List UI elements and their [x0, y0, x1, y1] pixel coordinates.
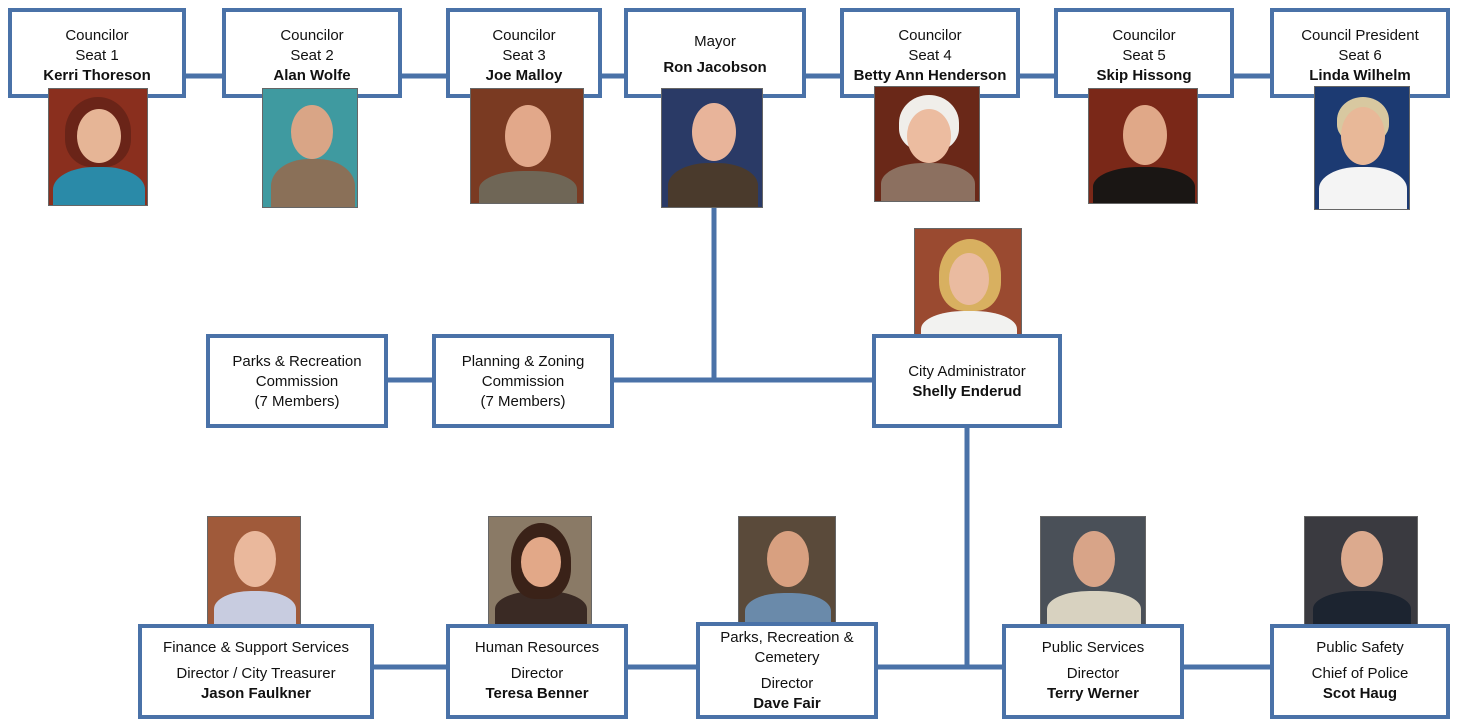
- role-label: Councilor: [280, 27, 344, 44]
- department-title: Director: [510, 665, 564, 682]
- council-box-seat-4: Councilor Seat 4 Betty Ann Henderson: [840, 8, 1020, 98]
- department-name: Human Resources: [474, 639, 600, 656]
- portrait-terry-werner: [1040, 516, 1146, 626]
- department-title: Chief of Police: [1311, 665, 1409, 682]
- portrait-scot-haug: [1304, 516, 1418, 626]
- public-services-box: Public Services Director Terry Werner: [1002, 624, 1184, 719]
- finance-support-services-box: Finance & Support Services Director / Ci…: [138, 624, 374, 719]
- portrait-shelly-enderud: [914, 228, 1022, 346]
- portrait-ron-jacobson: [661, 88, 763, 208]
- member-count: (7 Members): [480, 393, 566, 410]
- seat-label: Seat 4: [908, 47, 952, 64]
- human-resources-box: Human Resources Director Teresa Benner: [446, 624, 628, 719]
- department-head-name: Dave Fair: [753, 695, 821, 712]
- portrait-skip-hissong: [1088, 88, 1198, 204]
- member-name: Betty Ann Henderson: [853, 67, 1007, 84]
- commission-name-line: Planning & Zoning: [461, 353, 585, 370]
- member-name: Joe Malloy: [485, 67, 563, 84]
- commission-name-line: Parks & Recreation: [232, 353, 362, 370]
- role-label: Councilor: [1112, 27, 1176, 44]
- member-name: Alan Wolfe: [273, 67, 351, 84]
- department-name: Parks, Recreation & Cemetery: [720, 629, 854, 666]
- department-head-name: Scot Haug: [1322, 685, 1398, 702]
- department-name: Finance & Support Services: [163, 639, 349, 656]
- seat-label: Seat 6: [1338, 47, 1382, 64]
- department-title: Director: [1066, 665, 1120, 682]
- council-box-seat-5: Councilor Seat 5 Skip Hissong: [1054, 8, 1234, 98]
- role-label: Councilor: [898, 27, 962, 44]
- seat-label: Seat 5: [1122, 47, 1166, 64]
- member-name: Kerri Thoreson: [43, 67, 151, 84]
- planning-zoning-commission-box: Planning & Zoning Commission (7 Members): [432, 334, 614, 428]
- role-label: Mayor: [694, 33, 736, 50]
- portrait-linda-wilhelm: [1314, 86, 1410, 210]
- portrait-alan-wolfe: [262, 88, 358, 208]
- mayor-box: Mayor Ron Jacobson: [624, 8, 806, 98]
- department-head-name: Terry Werner: [1047, 685, 1139, 702]
- member-name: Skip Hissong: [1096, 67, 1192, 84]
- portrait-betty-ann-henderson: [874, 86, 980, 202]
- department-title: Director: [760, 675, 814, 692]
- portrait-kerri-thoreson: [48, 88, 148, 206]
- council-box-seat-1: Councilor Seat 1 Kerri Thoreson: [8, 8, 186, 98]
- role-label: Council President: [1301, 27, 1419, 44]
- member-count: (7 Members): [254, 393, 340, 410]
- department-head-name: Teresa Benner: [485, 685, 589, 702]
- department-name: Public Safety: [1316, 639, 1404, 656]
- council-box-seat-2: Councilor Seat 2 Alan Wolfe: [222, 8, 402, 98]
- commission-name-line: Commission: [481, 373, 565, 390]
- parks-recreation-cemetery-box: Parks, Recreation & Cemetery Director Da…: [696, 622, 878, 719]
- role-label: Councilor: [492, 27, 556, 44]
- council-box-seat-6: Council President Seat 6 Linda Wilhelm: [1270, 8, 1450, 98]
- member-name: Ron Jacobson: [663, 59, 767, 76]
- commission-name-line: Commission: [255, 373, 339, 390]
- city-administrator-box: City Administrator Shelly Enderud: [872, 334, 1062, 428]
- department-head-name: Jason Faulkner: [200, 685, 312, 702]
- seat-label: Seat 3: [502, 47, 546, 64]
- portrait-jason-faulkner: [207, 516, 301, 626]
- portrait-teresa-benner: [488, 516, 592, 626]
- portrait-dave-fair: [738, 516, 836, 626]
- admin-name: Shelly Enderud: [912, 383, 1022, 400]
- department-name: Public Services: [1041, 639, 1145, 656]
- seat-label: Seat 1: [75, 47, 119, 64]
- admin-title: City Administrator: [908, 363, 1026, 380]
- department-title: Director / City Treasurer: [176, 665, 336, 682]
- council-box-seat-3: Councilor Seat 3 Joe Malloy: [446, 8, 602, 98]
- role-label: Councilor: [65, 27, 129, 44]
- portrait-joe-malloy: [470, 88, 584, 204]
- public-safety-box: Public Safety Chief of Police Scot Haug: [1270, 624, 1450, 719]
- parks-recreation-commission-box: Parks & Recreation Commission (7 Members…: [206, 334, 388, 428]
- seat-label: Seat 2: [290, 47, 334, 64]
- member-name: Linda Wilhelm: [1309, 67, 1411, 84]
